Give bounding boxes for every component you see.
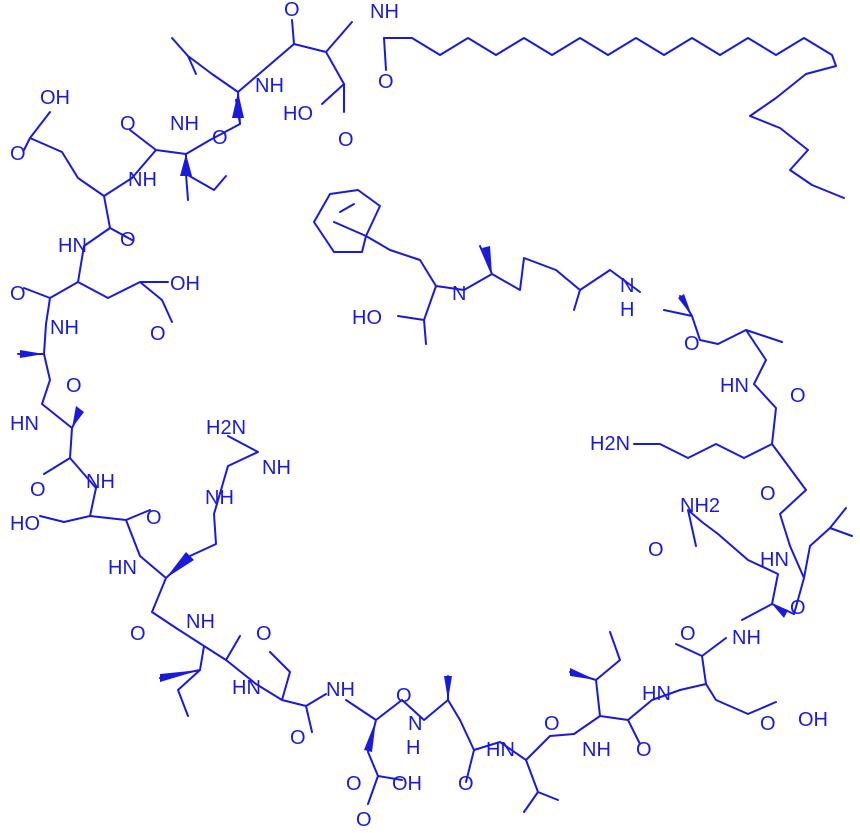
atom-label-o: O: [256, 623, 272, 645]
atom-label-asp-oh: OH: [392, 773, 422, 795]
ser-arg-residues: [39, 435, 259, 613]
atom-label-lys-h2n: H2N: [590, 433, 630, 455]
atom-label-ile-nh: NH: [186, 611, 215, 633]
atom-label-hn: HN: [720, 375, 749, 397]
atom-label-o: O: [120, 113, 136, 135]
atom-label-glu-o: O: [10, 143, 26, 165]
atom-label-o: O: [648, 539, 664, 561]
atom-label-o: O: [290, 727, 306, 749]
atom-label-o: O: [790, 385, 806, 407]
atom-label-o: O: [760, 483, 776, 505]
atom-labels: NH O O NH HO O O NH O NH OH O O HN OH O …: [10, 0, 828, 831]
atom-label-glu-oh: OH: [798, 709, 828, 731]
stereo-wedges: [20, 92, 788, 752]
atom-label-tyr-n: N: [452, 283, 466, 305]
stereo-wedge: [772, 604, 788, 618]
glu-left-residue: [23, 111, 133, 247]
atom-label-ile-nh: NH: [170, 113, 199, 135]
atom-label-o: O: [458, 773, 474, 795]
ile-val-bottom-left: [151, 611, 327, 733]
atom-label-leu-nh: NH: [255, 75, 284, 97]
atom-label-glu-nh: NH: [128, 169, 157, 191]
atom-label-o: O: [284, 0, 300, 21]
atom-label-o: O: [120, 229, 136, 251]
stereo-wedge: [166, 552, 194, 578]
stereo-wedge: [482, 246, 492, 274]
atom-label-hn: HN: [10, 413, 39, 435]
atom-label-asp-nh: NH: [326, 679, 355, 701]
lipid-chain: [383, 37, 845, 199]
atom-label-o: O: [10, 283, 26, 305]
atom-label-o: O: [790, 597, 806, 619]
glu-2-residue: [23, 245, 173, 325]
stereo-wedge: [72, 406, 84, 428]
stereo-wedge: [160, 670, 200, 682]
leu-residue: [171, 37, 267, 141]
atom-label-h: H: [406, 737, 420, 759]
stereo-wedge: [444, 676, 452, 700]
ala-right-residues: [663, 295, 783, 385]
atom-label-o: O: [66, 375, 82, 397]
atom-label-glu2-oh: OH: [170, 273, 200, 295]
atom-label-o: O: [212, 127, 228, 149]
atom-label-hn: HN: [108, 557, 137, 579]
atom-label-o: O: [396, 685, 412, 707]
atom-label-asp-ho: HO: [283, 103, 313, 125]
stereo-wedge: [232, 92, 244, 118]
atom-label-arg-nh-link: NH: [205, 487, 234, 509]
atom-label-lipid-o: O: [378, 71, 394, 93]
atom-label-glu2-o: O: [150, 323, 166, 345]
ala-left-residues: [17, 323, 97, 489]
atom-label-tyr-ho: HO: [352, 307, 382, 329]
atom-label-ile-nh: NH: [582, 739, 611, 761]
atom-label-gln-nh: NH: [732, 627, 761, 649]
stereo-wedge: [570, 668, 596, 680]
atom-label-arg-h2n: H2N: [206, 417, 246, 439]
atom-label-glu-oh: OH: [40, 87, 70, 109]
atom-label-arg-nh: NH: [262, 457, 291, 479]
atom-label-ser-nh: NH: [86, 471, 115, 493]
atom-label-o: O: [684, 333, 700, 355]
stereo-wedge: [20, 350, 44, 358]
val-right-residue: [779, 489, 853, 615]
atom-label-o: O: [680, 623, 696, 645]
atom-label-hn: HN: [760, 549, 789, 571]
atom-label-ser-ho: HO: [10, 513, 40, 535]
atom-label-o: O: [356, 809, 372, 831]
atom-label-ala-nh: NH: [50, 317, 79, 339]
atom-label-o: O: [146, 507, 162, 529]
atom-label-hn: HN: [232, 677, 261, 699]
atom-label-hn: HN: [642, 683, 671, 705]
atom-label-h: H: [620, 299, 634, 321]
atom-label-o: O: [30, 479, 46, 501]
atom-label-asp-o: O: [338, 129, 354, 151]
atom-label-o: O: [636, 739, 652, 761]
tyrosine-ring: [313, 189, 381, 253]
lys-residue: [633, 383, 807, 491]
stereo-wedge: [678, 294, 692, 316]
lipid-carbonyl: [383, 37, 387, 71]
atom-label-asp-o: O: [346, 773, 362, 795]
asp-n-term: [265, 19, 353, 113]
atom-label-o: O: [544, 713, 560, 735]
atom-label-n: N: [408, 713, 422, 735]
atom-label-gly-n: N: [620, 275, 634, 297]
atom-label-o: O: [130, 623, 146, 645]
stereo-wedge: [364, 720, 376, 752]
atom-label-o: O: [760, 713, 776, 735]
atom-label-hn: HN: [58, 235, 87, 257]
atom-label-hn: HN: [486, 739, 515, 761]
stereo-wedge: [180, 154, 192, 176]
atom-label-gln-nh2: NH2: [680, 495, 720, 517]
atom-label-n-terminal-nh: NH: [370, 1, 399, 23]
bond-lines: [17, 19, 853, 813]
gly-ala-tyr-residues: [333, 221, 641, 345]
